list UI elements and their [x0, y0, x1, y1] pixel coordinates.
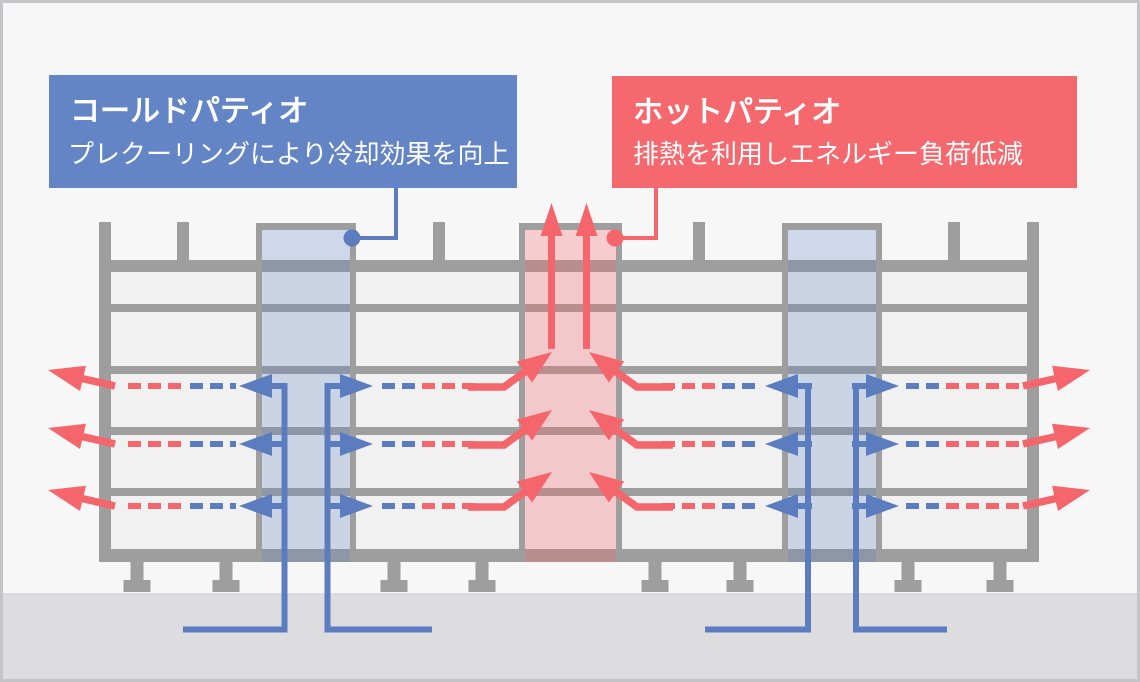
- parapet-stub: [433, 222, 445, 260]
- left-wall: [99, 222, 111, 562]
- hot-patio-shaft: [519, 223, 622, 562]
- earth-tube-pipes: [183, 383, 947, 633]
- parapet-stub: [693, 222, 705, 260]
- parapet-stub: [948, 222, 960, 260]
- floor-slab: [111, 366, 1027, 374]
- cold-patio-callout: コールドパティオ プレクーリングにより冷却効果を向上: [49, 75, 517, 188]
- hot-callout-subtitle: 排熱を利用しエネルギー負荷低減: [633, 139, 1023, 169]
- cold-callout-box: [49, 75, 517, 188]
- hot-callout-title: ホットパティオ: [633, 96, 841, 129]
- hot-callout-connector: [606, 188, 658, 247]
- cold-callout-title: コールドパティオ: [70, 95, 308, 128]
- building-feet: [123, 562, 1014, 592]
- hot-patio-callout: ホットパティオ 排熱を利用しエネルギー負荷低減: [612, 76, 1077, 188]
- roof-beam: [99, 260, 1039, 272]
- cold-callout-connector: [343, 188, 398, 247]
- base-beam: [99, 549, 1039, 562]
- floor-slab: [111, 488, 1027, 496]
- cold-connector-dot: [343, 229, 361, 247]
- ground: [3, 593, 1137, 679]
- parapet-stub: [177, 222, 189, 260]
- hot-callout-box: [612, 76, 1077, 188]
- cold-callout-subtitle: プレクーリングにより冷却効果を向上: [68, 139, 509, 169]
- right-wall: [1027, 222, 1039, 562]
- hot-connector-dot: [606, 229, 624, 247]
- floor-slab: [111, 304, 1027, 312]
- floor-slab: [111, 427, 1027, 435]
